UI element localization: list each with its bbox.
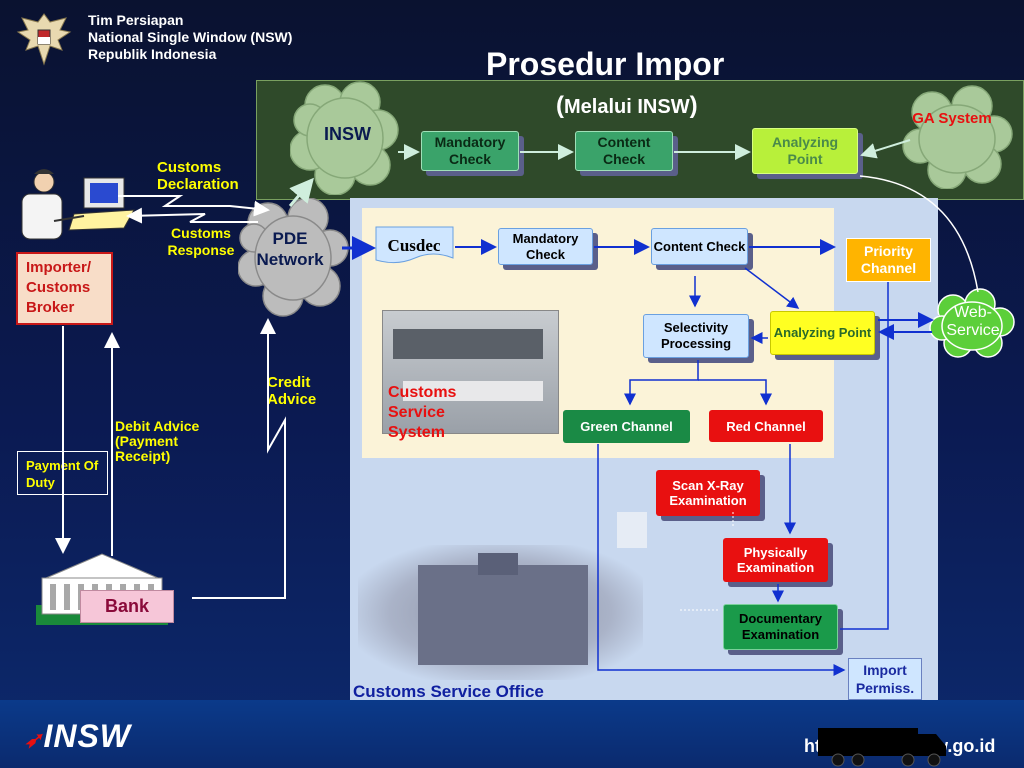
org-line-1: Tim Persiapan (88, 12, 184, 28)
selectivity-processing: Selectivity Processing (643, 314, 749, 358)
page-subtitle: (Melalui INSW) (556, 92, 698, 120)
garuda-emblem-icon (16, 13, 72, 66)
web-service-cloud (929, 288, 1015, 358)
customs-service-system-label: Customs Service System (388, 384, 457, 441)
web-service-label: Web-Service (946, 304, 1000, 339)
customs-response-label: Customs Response (167, 225, 235, 258)
physically-examination: Physically Examination (723, 538, 828, 582)
cusdec-document-shape (375, 226, 454, 264)
scan-xray-examination: Scan X-Ray Examination (656, 470, 760, 516)
ga-system-cloud (902, 85, 1013, 189)
insw-mandatory-check: Mandatory Check (421, 131, 519, 171)
office-mandatory-check: Mandatory Check (498, 228, 593, 265)
org-line-3: Republik Indonesia (88, 46, 217, 62)
page-title: Prosedur Impor (486, 46, 725, 82)
insw-logo-swoosh-icon: ➶ (24, 727, 44, 752)
truck-icon (818, 728, 946, 767)
footer-url-right: w.go.id (934, 736, 996, 756)
customs-service-office-label: Customs Service Office (353, 682, 544, 701)
insw-content-check: Content Check (575, 131, 673, 171)
control-room-photo (382, 310, 559, 434)
importer-computer-illustration (21, 169, 135, 240)
bank-box: Bank (80, 590, 174, 623)
insw-logo: ➶INSW (24, 718, 131, 754)
org-line-2: National Single Window (NSW) (88, 29, 293, 45)
debit-advice-label: Debit Advice (Payment Receipt) (115, 418, 200, 464)
office-building-photo (358, 545, 643, 680)
priority-channel: Priority Channel (846, 238, 931, 282)
import-permiss: Import Permiss. (848, 658, 922, 700)
pde-network-cloud (238, 198, 349, 317)
ga-system-label: GA System (912, 110, 992, 127)
insw-analyzing-point: Analyzing Point (752, 128, 858, 174)
importer-customs-broker-box: Importer/ Customs Broker (16, 252, 113, 325)
cusdec-label: Cusdec (387, 236, 441, 255)
insw-cloud (290, 81, 399, 195)
customs-declaration-label: Customs Declaration (157, 159, 239, 193)
office-analyzing-point: Analyzing Point (770, 311, 875, 355)
subtitle-text: Melalui INSW (564, 96, 690, 118)
subtitle-paren-open: ( (556, 92, 564, 119)
subtitle-paren-close: ) (689, 92, 698, 119)
pde-network-label: PDE Network (256, 229, 324, 269)
green-channel: Green Channel (563, 410, 690, 443)
insw-cloud-label: INSW (324, 124, 371, 144)
office-content-check: Content Check (651, 228, 748, 265)
documentary-examination: Documentary Examination (723, 604, 838, 650)
footer-url-left: ht (804, 736, 821, 756)
red-channel: Red Channel (709, 410, 823, 442)
credit-advice-label: Credit Advice (267, 374, 317, 408)
